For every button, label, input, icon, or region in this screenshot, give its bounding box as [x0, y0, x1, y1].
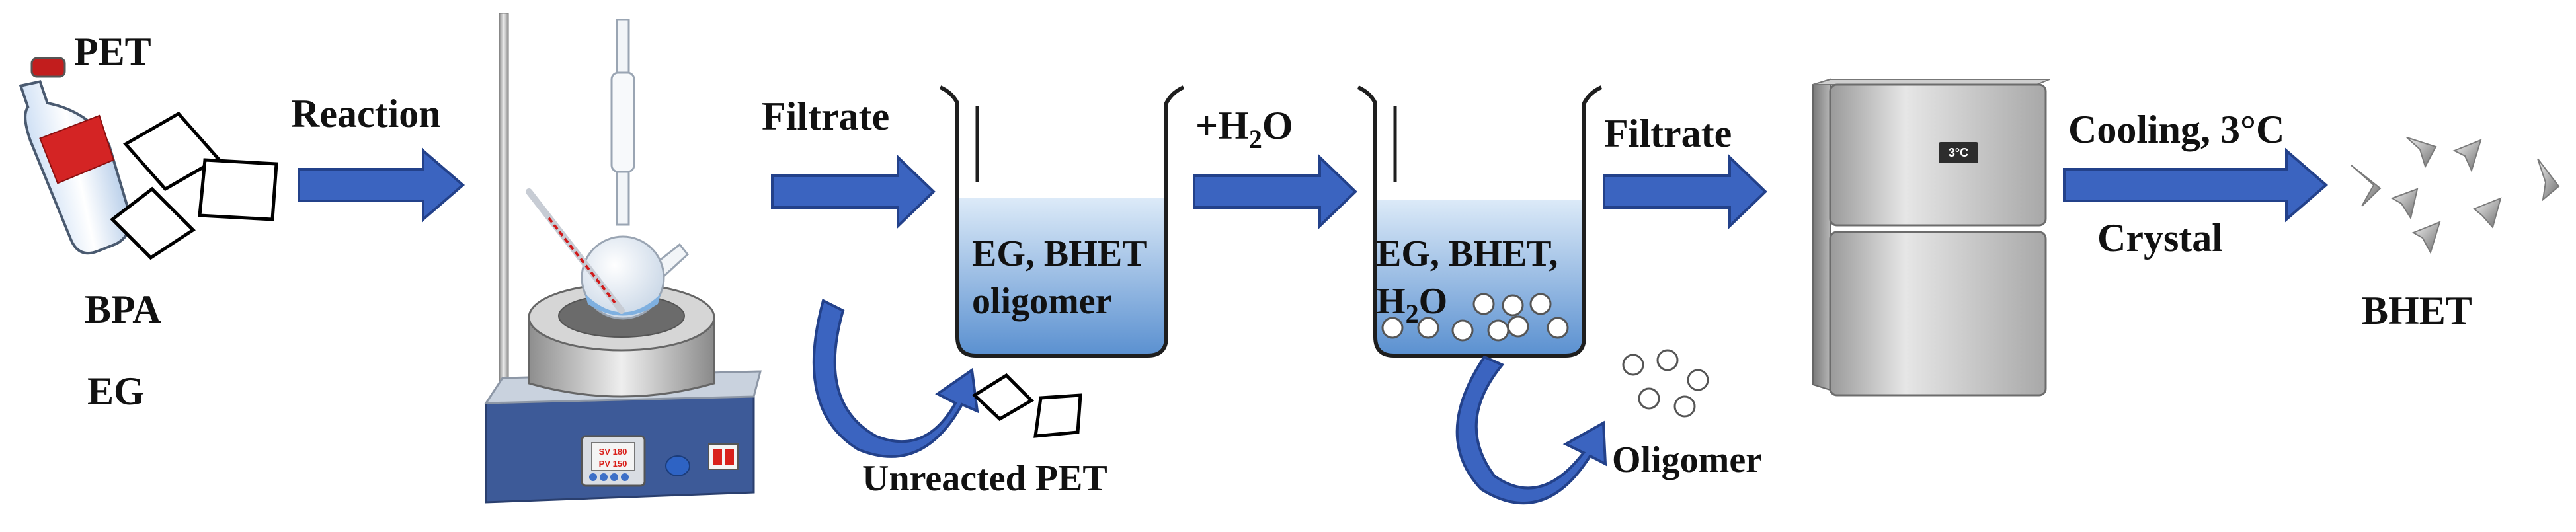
- water-suffix: O: [1262, 104, 1293, 147]
- arrow-water-icon: [1193, 154, 1357, 229]
- pet-label: PET: [74, 30, 151, 73]
- hotplate-sv-readout: SV 180: [599, 447, 627, 457]
- curved-arrow-unreacted-pet-icon: [812, 299, 979, 458]
- beaker-1-line-2: oligomer: [972, 281, 1112, 322]
- beaker-2-line-1: EG, BHET,: [1377, 233, 1558, 274]
- crystal-label: Crystal: [2097, 216, 2223, 260]
- refrigerator-icon: 3°C: [1812, 78, 2050, 397]
- arrow-cooling-icon: [2063, 147, 2329, 223]
- unreacted-pet-label: Unreacted PET: [862, 458, 1107, 499]
- beaker-2-icon: [1357, 85, 1603, 358]
- curved-arrow-oligomer-icon: [1455, 355, 1607, 505]
- arrow-filtrate-1-icon: [771, 154, 936, 229]
- arrow-reaction-icon: [298, 147, 465, 223]
- filtrate-2-label: Filtrate: [1604, 112, 1732, 155]
- beaker-1-line-1: EG, BHET: [972, 233, 1147, 274]
- beaker-2-o: O: [1418, 281, 1448, 322]
- fridge-temp-display: 3°C: [1949, 146, 1968, 159]
- beaker-2-line-2: H2O: [1377, 283, 1447, 327]
- oligomer-particles-icon: [1622, 349, 1709, 418]
- precipitate-particles-icon: [1381, 293, 1569, 342]
- bhet-crystals-icon: [2351, 137, 2560, 254]
- filtrate-1-label: Filtrate: [762, 95, 890, 138]
- water-prefix: +H: [1195, 104, 1249, 147]
- pet-flakes-icon: [110, 111, 278, 260]
- hotplate-pv-readout: PV 150: [599, 459, 627, 469]
- oligomer-label: Oligomer: [1612, 439, 1763, 480]
- arrow-filtrate-2-icon: [1603, 154, 1767, 229]
- eg-label: EG: [87, 369, 145, 413]
- beaker-2-subscript: 2: [1405, 299, 1419, 328]
- beaker-2-h: H: [1377, 281, 1406, 322]
- cooling-label: Cooling, 3°C: [2068, 108, 2285, 151]
- water-label: +H2O: [1195, 106, 1293, 153]
- bpa-label: BPA: [85, 287, 161, 331]
- unreacted-pet-flakes-icon: [971, 373, 1082, 438]
- reaction-label: Reaction: [291, 92, 441, 135]
- round-bottom-flask-icon: [526, 19, 690, 320]
- beaker-1-icon: [939, 85, 1185, 358]
- water-subscript: 2: [1248, 124, 1262, 154]
- bhet-product-label: BHET: [2362, 289, 2472, 332]
- pet-bottle-icon: [19, 57, 132, 255]
